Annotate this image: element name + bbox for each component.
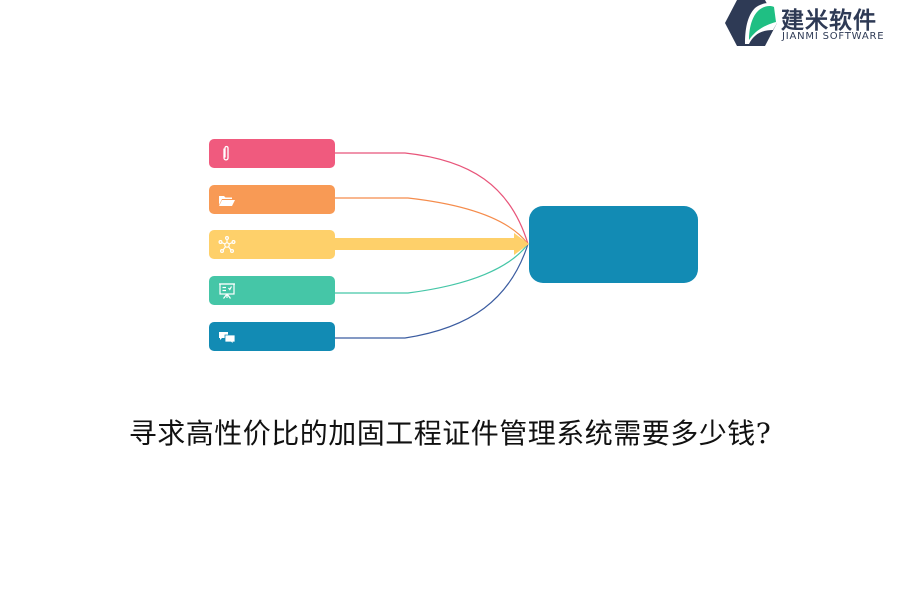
connector-2	[335, 197, 529, 245]
brand-logo: 建米软件 JIANMI SOFTWARE	[725, 0, 900, 46]
hexagon-leaf-logo-icon	[725, 0, 777, 46]
brand-name-english: JIANMI SOFTWARE	[782, 31, 885, 42]
network-icon	[218, 236, 236, 254]
page-title: 寻求高性价比的加固工程证件管理系统需要多少钱?	[128, 417, 772, 450]
chat-bubbles-icon	[219, 332, 236, 345]
diagram-node-1	[209, 139, 335, 168]
connector-5	[335, 243, 529, 339]
folder-icon	[219, 196, 235, 206]
diagram-node-4	[209, 276, 335, 305]
brand-name-chinese: 建米软件	[781, 8, 877, 34]
diagram-node-3	[209, 230, 335, 259]
presentation-board-icon	[219, 283, 235, 299]
main-arrow	[330, 233, 529, 255]
connector-1	[335, 152, 529, 245]
diagram-node-5	[209, 322, 335, 351]
paperclip-icon	[223, 145, 229, 161]
diagram-center-node	[529, 206, 698, 283]
connector-4	[335, 243, 529, 294]
diagram-node-2	[209, 185, 335, 214]
